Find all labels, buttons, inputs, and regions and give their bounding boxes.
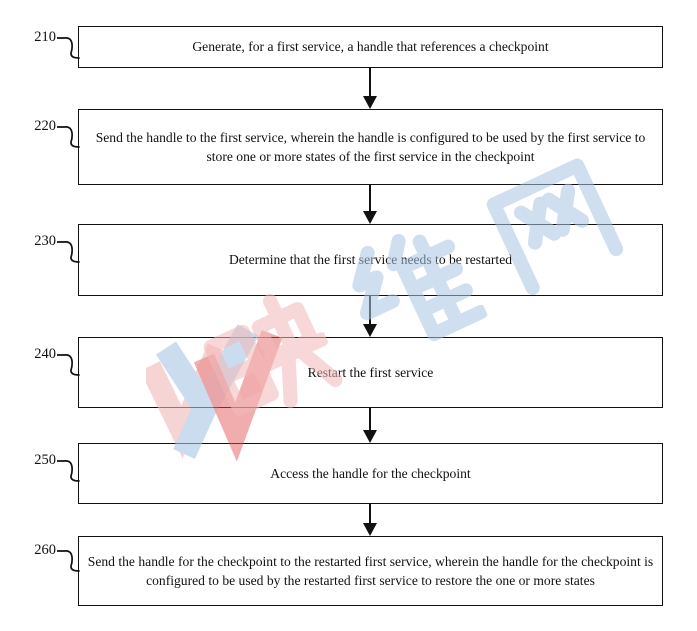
flow-box-text: Determine that the first service needs t…: [228, 252, 513, 268]
label-connector: [57, 550, 80, 572]
step-label-220: 220: [34, 118, 56, 134]
flow-arrow: [363, 504, 377, 536]
flow-arrow: [363, 296, 377, 337]
watermark-text: 映维网: [0, 0, 1, 1]
arrow-shaft: [369, 408, 371, 432]
step-label-240: 240: [34, 346, 56, 362]
arrow-shaft: [369, 68, 371, 98]
step-label-230: 230: [34, 233, 56, 249]
label-connector: [57, 241, 80, 263]
arrow-head-icon: [363, 430, 377, 443]
arrow-head-icon: [363, 96, 377, 109]
arrow-head-icon: [363, 324, 377, 337]
flow-box-text: Access the handle for the checkpoint: [270, 465, 471, 481]
flow-box-260: Send the handle for the checkpoint to th…: [78, 536, 663, 606]
flow-box-210: Generate, for a first service, a handle …: [78, 26, 663, 68]
flow-arrow: [363, 68, 377, 109]
step-label-250: 250: [34, 452, 56, 468]
arrow-head-icon: [363, 211, 377, 224]
flow-arrow: [363, 185, 377, 224]
label-connector: [57, 354, 80, 376]
flow-box-230: Determine that the first service needs t…: [78, 224, 663, 296]
flow-box-240: Restart the first service: [78, 337, 663, 408]
step-label-210: 210: [34, 29, 56, 45]
arrow-shaft: [369, 296, 371, 326]
arrow-shaft: [369, 185, 371, 213]
flow-arrow: [363, 408, 377, 443]
arrow-head-icon: [363, 523, 377, 536]
step-label-260: 260: [34, 542, 56, 558]
flow-box-text: Send the handle for the checkpoint to th…: [87, 553, 654, 588]
flow-box-text: Send the handle to the first service, wh…: [95, 129, 646, 164]
arrow-shaft: [369, 504, 371, 525]
flow-box-text: Restart the first service: [307, 364, 434, 380]
flow-box-220: Send the handle to the first service, wh…: [78, 109, 663, 185]
flow-box-text: Generate, for a first service, a handle …: [192, 39, 549, 55]
watermark-logo-text: YV: [0, 0, 1, 1]
label-connector: [57, 37, 80, 59]
label-connector: [57, 126, 80, 148]
label-connector: [57, 460, 80, 482]
flow-box-250: Access the handle for the checkpoint: [78, 443, 663, 504]
